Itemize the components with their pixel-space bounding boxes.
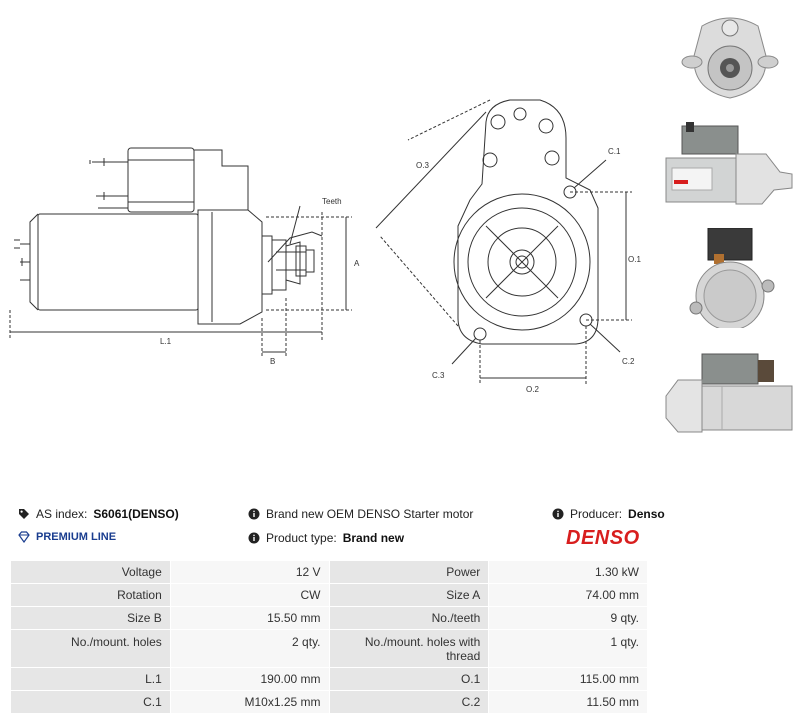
table-row: Voltage 12 V Power 1.30 kW <box>10 560 648 584</box>
diamond-icon <box>18 531 30 543</box>
as-index-value: S6061(DENSO) <box>93 507 179 521</box>
spec-value: 1.30 kW <box>488 560 648 584</box>
spec-value: 115.00 mm <box>488 667 648 691</box>
description-line: Brand new OEM DENSO Starter motor <box>248 507 473 521</box>
spec-label: C.1 <box>10 690 171 714</box>
front-view <box>453 99 599 345</box>
spec-label: Voltage <box>10 560 171 584</box>
label-teeth: Teeth <box>322 197 342 206</box>
premium-line-label: PREMIUM LINE <box>36 531 117 543</box>
product-type-label: Product type: <box>266 531 337 545</box>
product-type-line: Product type: Brand new <box>248 531 404 545</box>
side-dimensions <box>9 212 352 358</box>
premium-line: PREMIUM LINE <box>18 531 116 543</box>
spec-value: 1 qty. <box>488 629 648 668</box>
spec-value: 11.50 mm <box>488 690 648 714</box>
spec-value: 2 qty. <box>169 629 330 668</box>
description-text: Brand new OEM DENSO Starter motor <box>266 507 474 521</box>
side-view <box>14 147 323 325</box>
tag-icon <box>18 508 30 520</box>
denso-logo: DENSO <box>566 527 640 549</box>
producer-line: Producer: Denso <box>552 507 665 521</box>
product-photos <box>660 0 800 470</box>
label-c3: C.3 <box>432 371 445 380</box>
producer-value: Denso <box>628 507 665 521</box>
technical-drawing: Teeth A B L.1 O.3 C.1 O.1 C.2 C.3 O.2 <box>9 99 641 394</box>
table-row: L.1 190.00 mm O.1 115.00 mm <box>10 667 648 691</box>
table-row: Rotation CW Size A 74.00 mm <box>10 583 648 607</box>
label-a: A <box>354 259 360 268</box>
label-l1: L.1 <box>160 337 172 346</box>
label-c2: C.2 <box>622 357 635 366</box>
spec-label: Size A <box>328 583 490 607</box>
spec-label: No./mount. holes with thread <box>328 629 490 668</box>
table-row: C.1 M10x1.25 mm C.2 11.50 mm <box>10 690 648 714</box>
info-icon <box>552 508 564 520</box>
spec-value: M10x1.25 mm <box>169 690 330 714</box>
info-icon <box>248 508 260 520</box>
spec-value: 15.50 mm <box>169 606 330 630</box>
spec-label: C.2 <box>328 690 490 714</box>
starter-motor-drawing: Teeth A B L.1 O.3 C.1 O.1 C.2 C.3 O.2 <box>9 99 641 394</box>
label-o3: O.3 <box>416 161 429 170</box>
product-type-value: Brand new <box>342 531 405 545</box>
spec-label: O.1 <box>328 667 490 691</box>
spec-value: 190.00 mm <box>169 667 330 691</box>
specs-table: Voltage 12 V Power 1.30 kW Rotation CW S… <box>10 560 648 714</box>
spec-value: 9 qty. <box>488 606 648 630</box>
photo-side-bottom[interactable] <box>662 346 798 446</box>
label-o1: O.1 <box>628 255 641 264</box>
spec-label: Size B <box>10 606 171 630</box>
product-info: AS index: S6061(DENSO) PREMIUM LINE Bran… <box>0 500 800 558</box>
photo-front[interactable] <box>662 6 798 106</box>
table-row: Size B 15.50 mm No./teeth 9 qty. <box>10 606 648 630</box>
info-icon <box>248 532 260 544</box>
table-row: No./mount. holes 2 qty. No./mount. holes… <box>10 629 648 668</box>
spec-value: CW <box>169 583 330 607</box>
spec-label: L.1 <box>10 667 171 691</box>
spec-label: No./teeth <box>328 606 490 630</box>
spec-value: 74.00 mm <box>488 583 648 607</box>
label-c1: C.1 <box>608 147 621 156</box>
spec-label: Rotation <box>10 583 171 607</box>
label-o2: O.2 <box>526 385 539 394</box>
photo-rear[interactable] <box>662 227 798 331</box>
label-b: B <box>270 357 275 366</box>
spec-value: 12 V <box>169 560 330 584</box>
as-index-label: AS index: <box>36 507 88 521</box>
spec-label: No./mount. holes <box>10 629 171 668</box>
spec-label: Power <box>328 560 490 584</box>
producer-label: Producer: <box>570 507 623 521</box>
photo-side-top[interactable] <box>662 118 798 218</box>
as-index: AS index: S6061(DENSO) <box>18 507 179 521</box>
